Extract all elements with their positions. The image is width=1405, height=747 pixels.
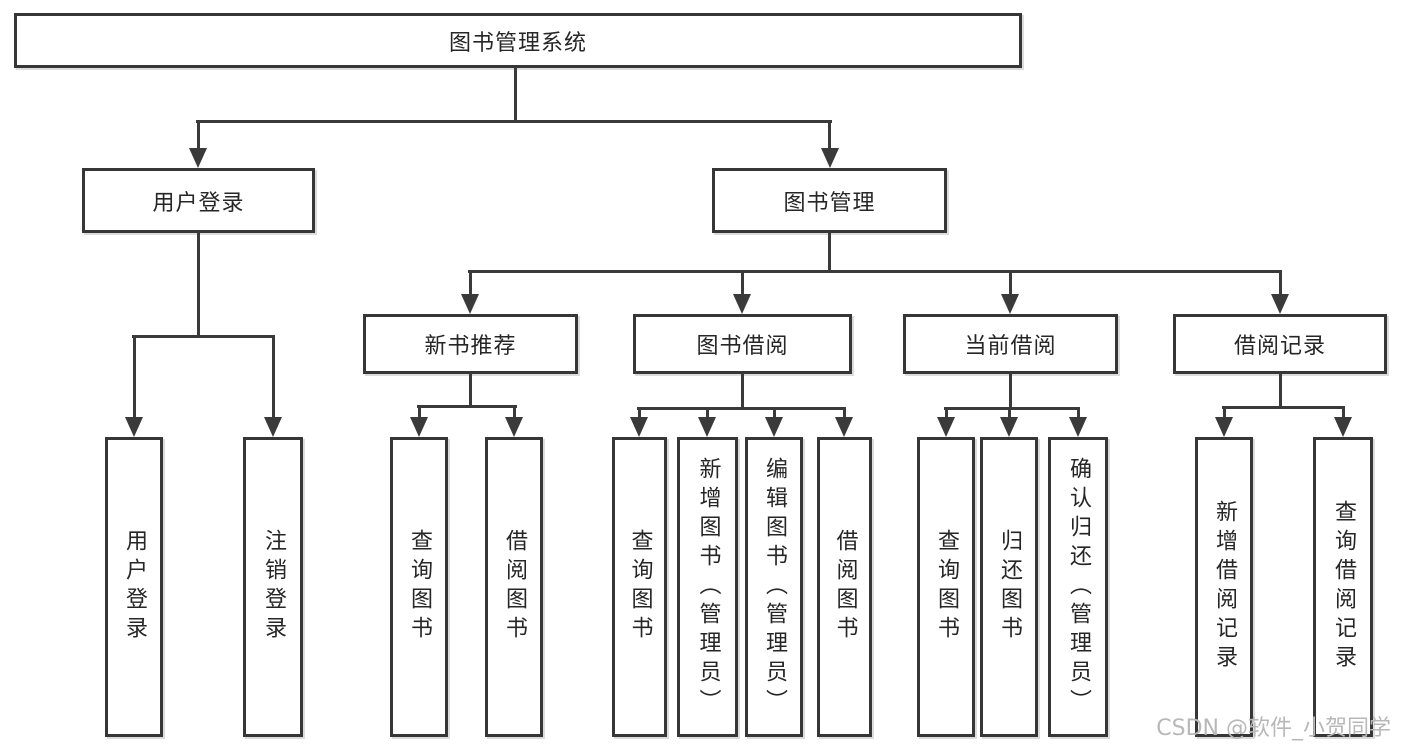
leaf-add-borrow-record: 新增借阅记录 [1195,437,1253,737]
connector-line [513,405,516,419]
connector-line [1222,406,1345,409]
connector-line [469,270,472,296]
arrow-down-icon [835,417,853,437]
arrow-down-icon [821,148,839,168]
node-label: 新增图书（管理员） [695,456,721,718]
leaf-query-books-3: 查询图书 [917,437,975,737]
node-label: 查询图书 [934,529,959,645]
connector-line [132,335,275,338]
node-label: 当前借阅 [964,334,1057,359]
node-label: 确认归还（管理员） [1066,456,1091,718]
node-book-management: 图书管理 [712,168,947,233]
connector-line [1009,270,1012,296]
arrow-down-icon [264,417,282,437]
leaf-query-books-2: 查询图书 [612,437,667,737]
node-current-borrow: 当前借阅 [903,314,1118,374]
node-new-book-recommend: 新书推荐 [363,314,578,374]
arrow-down-icon [410,417,428,437]
node-label: 借阅记录 [1233,334,1326,359]
arrow-down-icon [1271,294,1289,314]
node-label: 借阅图书 [502,529,527,645]
node-label: 注销登录 [261,529,286,645]
arrow-down-icon [1215,417,1233,437]
arrow-down-icon [1000,417,1018,437]
node-label: 借阅图书 [832,529,858,645]
connector-line [1077,407,1080,419]
leaf-borrow-books-1: 借阅图书 [485,437,543,737]
node-label: 图书借阅 [696,334,789,359]
leaf-query-books-1: 查询图书 [390,437,448,737]
connector-line [843,407,846,419]
leaf-user-login: 用户登录 [105,437,163,737]
arrow-down-icon [125,417,143,437]
leaf-add-books-admin: 新增图书（管理员） [677,437,738,737]
leaf-query-borrow-record: 查询借阅记录 [1313,437,1373,737]
leaf-confirm-return-admin: 确认归还（管理员） [1048,437,1108,737]
node-label: 图书管理 [783,190,876,216]
connector-line [638,407,641,419]
node-label: 新书推荐 [424,334,517,359]
connector-line [418,405,421,419]
arrow-down-icon [505,417,523,437]
connector-line [773,407,776,419]
connector-line [741,270,744,296]
connector-line [828,232,831,270]
watermark: CSDN @软件_小贺同学 [1156,716,1391,741]
node-label: 用户登录 [122,529,147,645]
connector-line [1223,406,1226,419]
connector-line [133,335,136,419]
connector-line [828,120,831,150]
connector-line [196,120,832,123]
node-borrow-records: 借阅记录 [1173,314,1387,374]
connector-line [197,232,200,335]
arrow-down-icon [698,417,716,437]
connector-line [469,373,472,405]
connector-line [1342,406,1345,419]
node-user-login: 用户登录 [82,168,315,233]
connector-line [417,405,517,408]
connector-line [1008,407,1011,419]
arrow-down-icon [937,417,955,437]
arrow-down-icon [1069,417,1087,437]
node-label: 查询借阅记录 [1331,500,1356,674]
connector-line [741,373,744,407]
node-label: 新增借阅记录 [1212,500,1237,674]
connector-line [197,120,200,150]
arrow-down-icon [1334,417,1352,437]
connector-line [272,335,275,419]
node-label: 编辑图书（管理员） [762,456,787,718]
arrow-down-icon [1001,294,1019,314]
node-book-borrow: 图书借阅 [633,314,852,374]
connector-line [706,407,709,419]
connector-line [468,270,1282,273]
leaf-logout: 注销登录 [243,437,303,737]
node-label: 图书管理系统 [448,30,587,56]
connector-line [1279,373,1282,406]
node-label: 查询图书 [627,529,653,645]
arrow-down-icon [461,294,479,314]
connector-line [1279,270,1282,296]
node-label: 查询图书 [407,529,432,645]
arrow-down-icon [765,417,783,437]
connector-line [1009,373,1012,407]
arrow-down-icon [733,294,751,314]
connector-line [945,407,948,419]
connector-line [514,68,517,120]
connector-line [944,407,1080,410]
connector-line [637,407,846,410]
node-label: 归还图书 [997,529,1022,645]
leaf-borrow-books-2: 借阅图书 [817,437,872,737]
leaf-return-books: 归还图书 [980,437,1038,737]
node-label: 用户登录 [152,190,245,216]
arrow-down-icon [630,417,648,437]
leaf-edit-books-admin: 编辑图书（管理员） [745,437,803,737]
arrow-down-icon [189,148,207,168]
node-system-root: 图书管理系统 [14,13,1022,68]
